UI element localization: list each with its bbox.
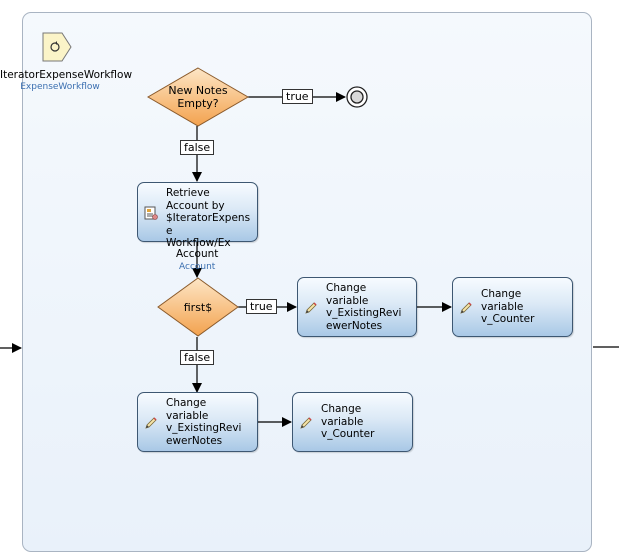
decision-new-notes-empty[interactable]: New Notes Empty? [147, 67, 249, 127]
retrieve-icon [144, 206, 158, 220]
flow-label-false: false [180, 140, 215, 155]
change-counter-activity[interactable]: Change variable v_Counter [452, 277, 573, 337]
change-variable-icon [300, 417, 312, 429]
parameter-icon[interactable] [42, 32, 72, 62]
change-existing-reviewer-notes-activity[interactable]: Change variable v_ExistingRevi ewerNotes [137, 392, 258, 452]
flow-label-true: true [282, 89, 313, 104]
retrieve-output-type: Account [179, 262, 216, 272]
retrieve-account-activity[interactable]: Retrieve Account by $IteratorExpense Wor… [137, 182, 258, 249]
decision-diamond [147, 67, 249, 127]
activity-caption: Change variable v_ExistingRevi ewerNotes [326, 282, 402, 332]
decision-first[interactable]: first$ [157, 277, 239, 337]
activity-caption: Change variable v_ExistingRevi ewerNotes [166, 397, 242, 447]
change-variable-icon [305, 302, 317, 314]
change-variable-icon [460, 302, 472, 314]
retrieve-output-name: Account [176, 248, 219, 260]
activity-caption: Change variable v_Counter [321, 403, 375, 441]
flow-label-false: false [180, 350, 215, 365]
end-event[interactable] [346, 86, 368, 108]
parameter-name: IteratorExpenseWorkflow [0, 69, 132, 81]
flow-label-true: true [246, 299, 277, 314]
change-counter-activity[interactable]: Change variable v_Counter [292, 392, 413, 452]
decision-label: New Notes Empty? [168, 84, 228, 110]
decision-diamond [157, 277, 239, 337]
activity-caption: Retrieve Account by $IteratorExpense Wor… [166, 187, 251, 250]
change-variable-icon [145, 417, 157, 429]
activity-caption: Change variable v_Counter [481, 288, 535, 326]
decision-label: first$ [183, 300, 213, 314]
parameter-type: ExpenseWorkflow [20, 82, 100, 92]
change-existing-reviewer-notes-activity[interactable]: Change variable v_ExistingRevi ewerNotes [297, 277, 417, 337]
